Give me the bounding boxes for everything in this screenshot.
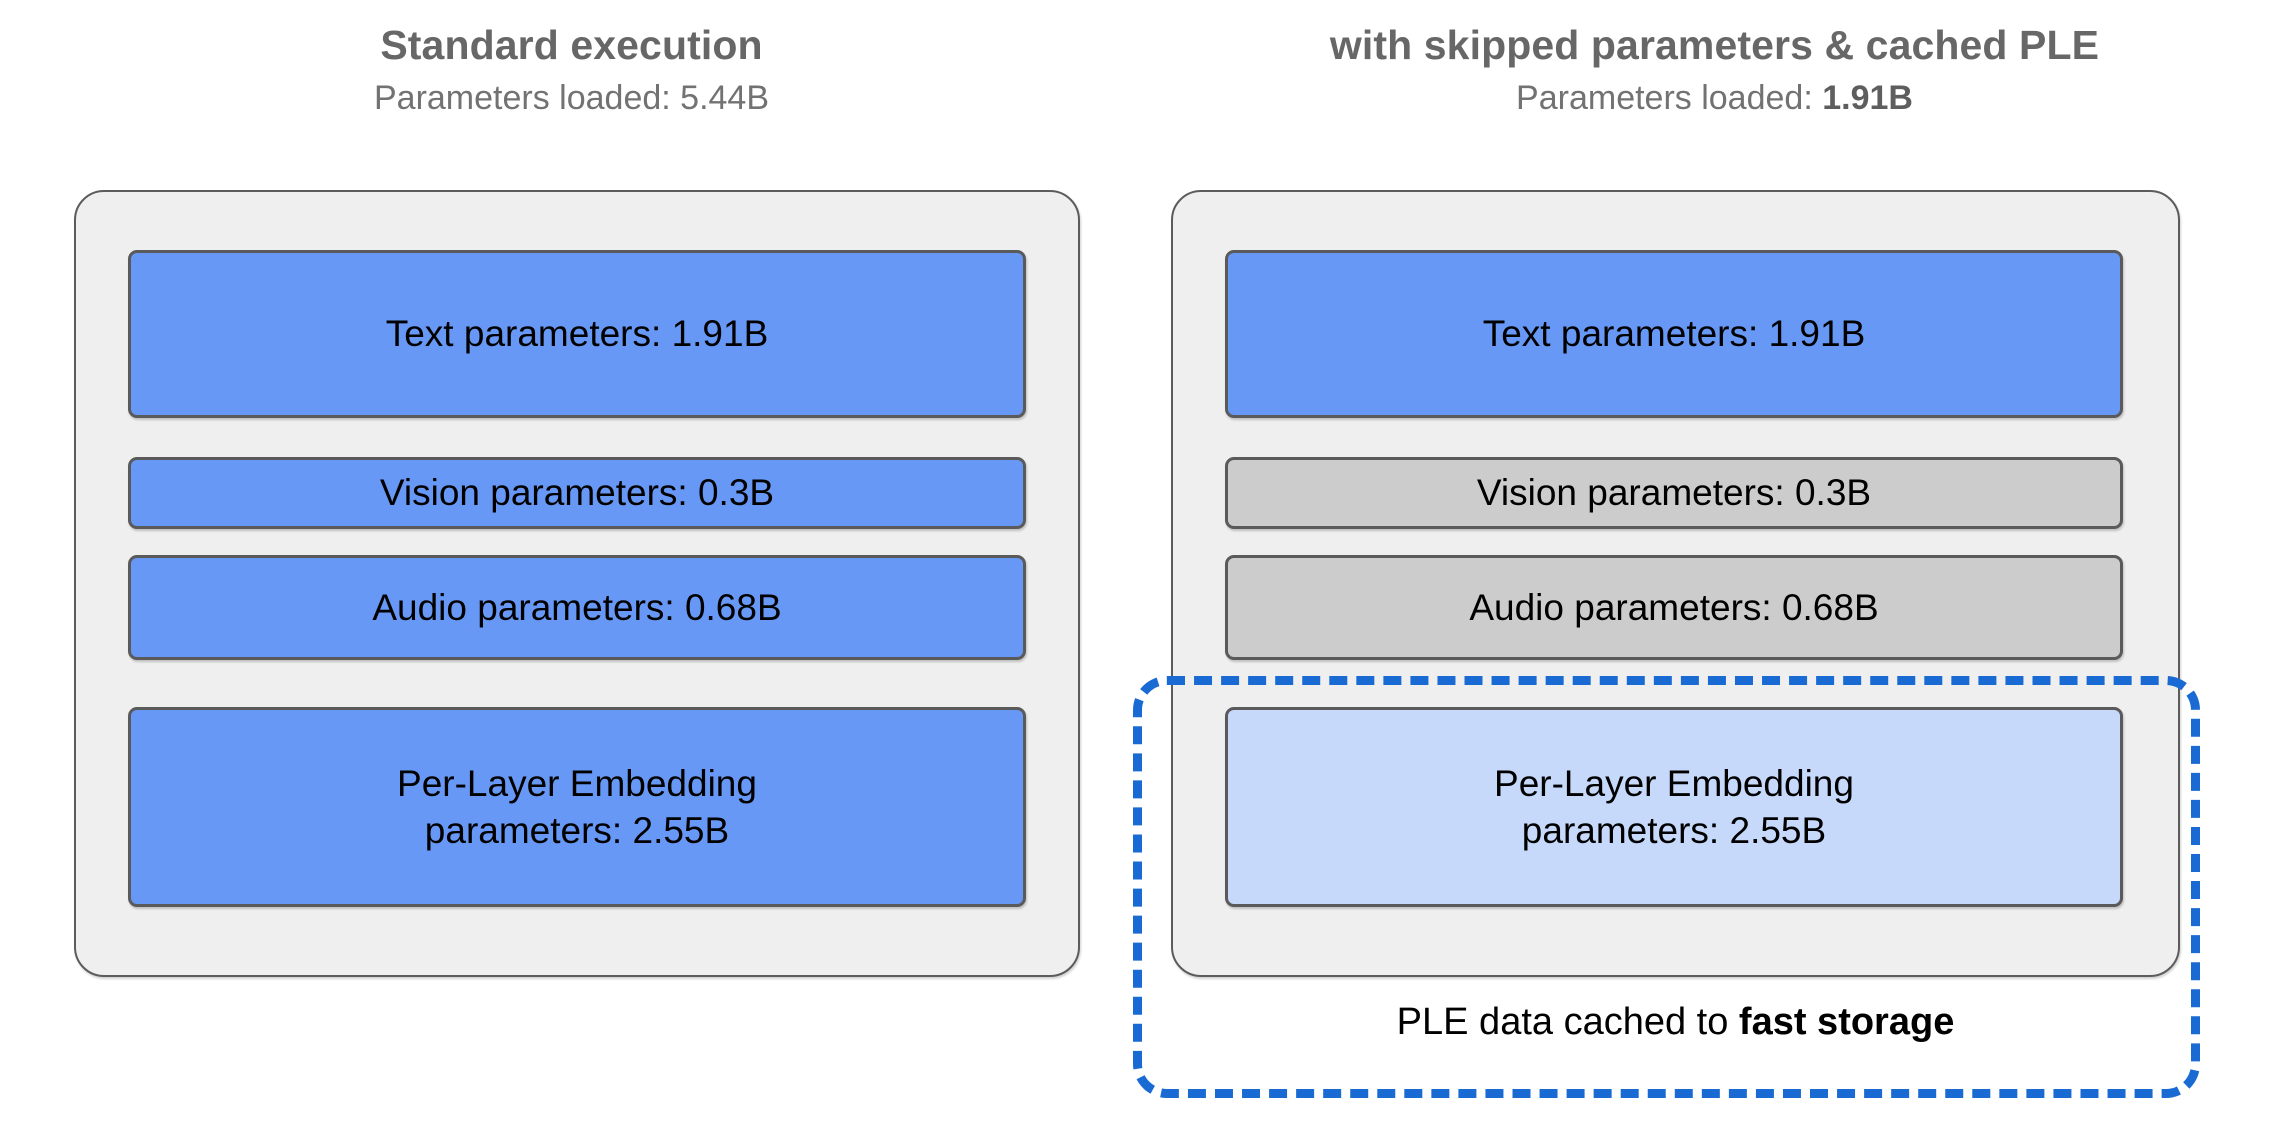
cached-storage-caption: PLE data cached to fast storage — [1171, 1001, 2180, 1044]
param-box-ple[interactable]: Per-Layer Embedding parameters: 2.55B — [128, 707, 1026, 907]
param-box-audio-skipped[interactable]: Audio parameters: 0.68B — [1225, 555, 2123, 660]
model-card-optimized: Text parameters: 1.91B Vision parameters… — [1171, 190, 2180, 977]
parameters-loaded-label-2: Parameters loaded: — [1516, 79, 1823, 117]
param-box-ple-cached-line2: parameters: 2.55B — [1521, 810, 1827, 851]
param-box-ple-line2: parameters: 2.55B — [424, 810, 730, 851]
page-title: Standard execution — [380, 22, 763, 68]
cached-storage-caption-prefix: PLE data cached to — [1396, 1001, 1739, 1043]
panel-optimized-execution: with skipped parameters & cached PLE Par… — [1143, 0, 2286, 1134]
param-box-ple-cached[interactable]: Per-Layer Embedding parameters: 2.55B — [1225, 707, 2123, 907]
parameters-loaded-standard: Parameters loaded: 5.44B — [0, 78, 1143, 119]
parameters-loaded-value-2: 1.91B — [1822, 79, 1913, 117]
param-box-ple-cached-text: Per-Layer Embedding parameters: 2.55B — [1494, 760, 1854, 855]
param-box-ple-line1: Per-Layer Embedding — [397, 762, 757, 804]
param-box-ple-cached-line1: Per-Layer Embedding — [1494, 762, 1854, 804]
param-box-vision-skipped[interactable]: Vision parameters: 0.3B — [1225, 457, 2123, 529]
panel-subtitle-optimized: Parameters loaded: 1.91B — [1143, 78, 2286, 119]
param-box-vision[interactable]: Vision parameters: 0.3B — [128, 457, 1026, 529]
panel-subtitle-standard: Parameters loaded: 5.44B — [0, 78, 1143, 119]
param-box-audio[interactable]: Audio parameters: 0.68B — [128, 555, 1026, 660]
parameters-loaded-label: Parameters loaded: — [373, 79, 681, 117]
parameters-loaded-optimized: Parameters loaded: 1.91B — [1143, 78, 2286, 119]
param-box-text[interactable]: Text parameters: 1.91B — [128, 250, 1026, 418]
model-card-standard: Text parameters: 1.91B Vision parameters… — [74, 190, 1080, 977]
panel-standard-execution: Standard execution Parameters loaded: 5.… — [0, 22, 1143, 977]
panel-title-optimized: with skipped parameters & cached PLE — [1143, 22, 2286, 69]
page-title-secondary: with skipped parameters & cached PLE — [1329, 22, 2100, 68]
param-box-ple-text: Per-Layer Embedding parameters: 2.55B — [397, 760, 757, 855]
cached-storage-caption-emphasis: fast storage — [1738, 1001, 1955, 1043]
parameters-loaded-value: 5.44B — [680, 79, 770, 117]
param-box-text-optimized[interactable]: Text parameters: 1.91B — [1225, 250, 2123, 418]
panel-title-standard: Standard execution — [0, 22, 1143, 69]
